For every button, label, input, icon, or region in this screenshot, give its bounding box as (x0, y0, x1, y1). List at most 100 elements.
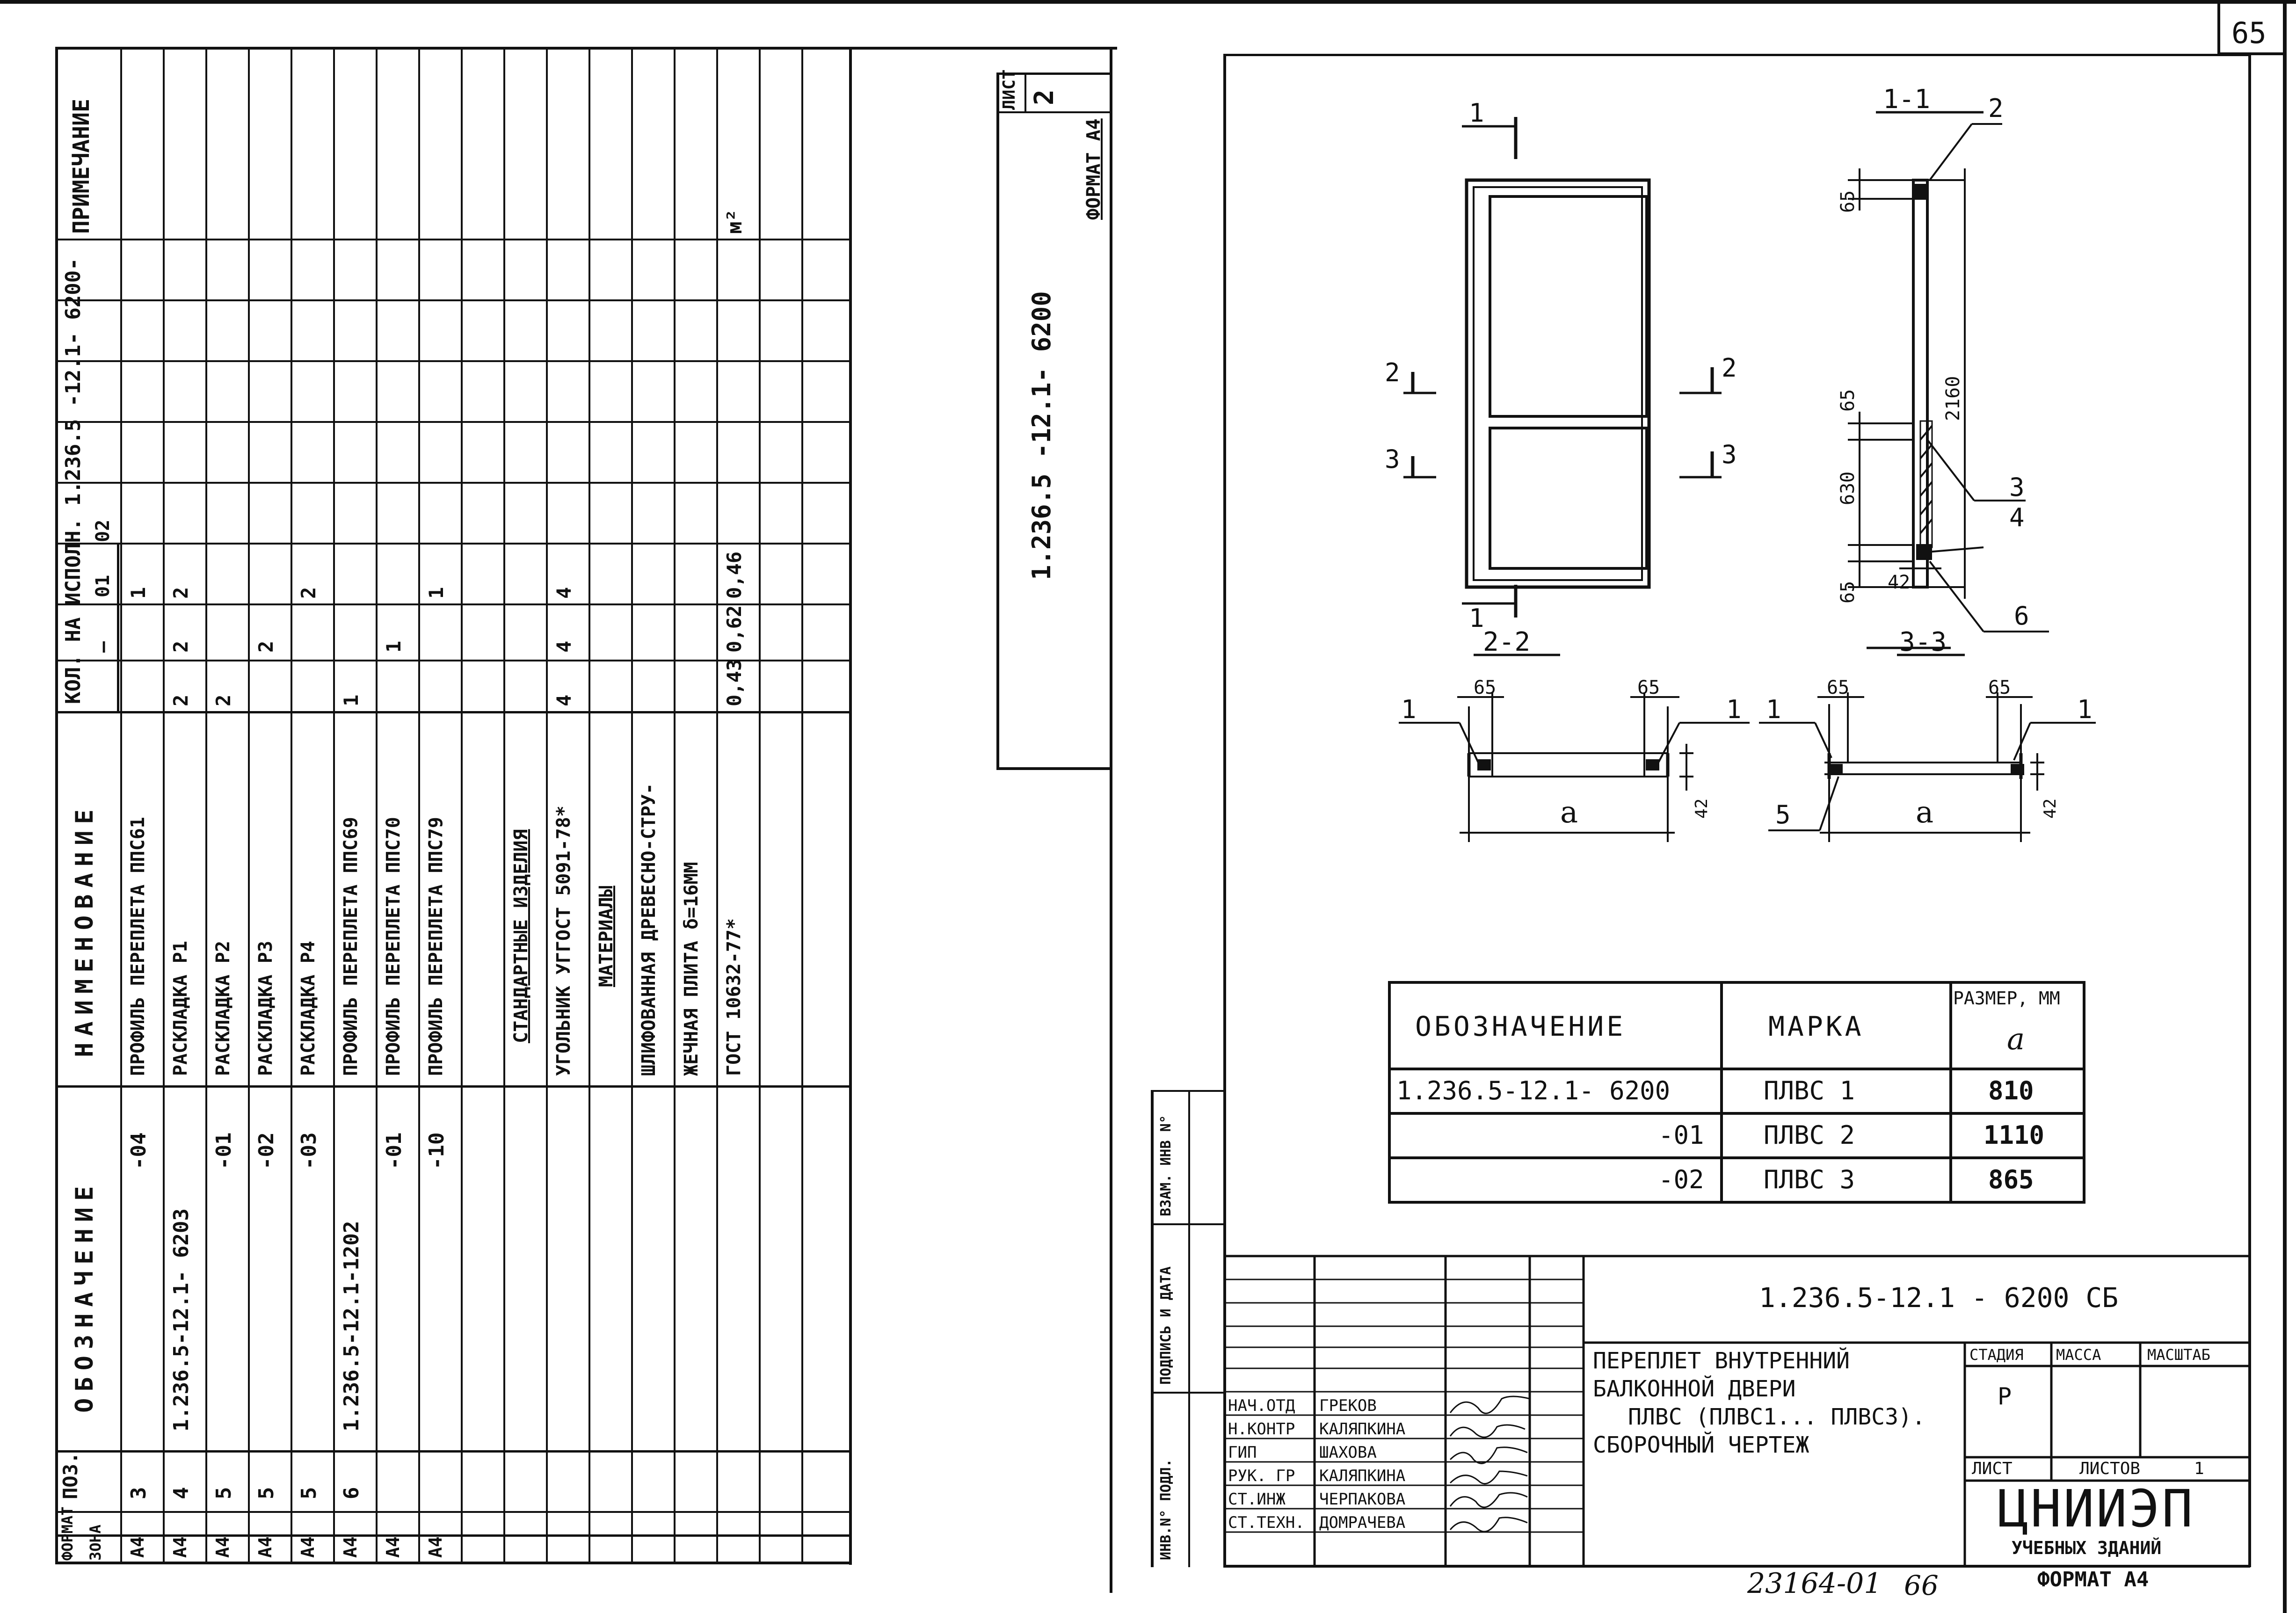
spec-row-line (631, 47, 633, 1562)
callout-1-s22-right: 1 (1726, 695, 1742, 724)
title-block-code: 1.236.5-12.1 - 6200 СБ (1759, 1282, 2119, 1314)
cut-mark-3-left: 3 (1385, 444, 1400, 474)
dim-65-s33-left: 65 (1827, 677, 1850, 698)
sheet-label-box-bottom (996, 73, 1112, 75)
sheet-label-divider (1024, 73, 1026, 112)
spec-row-line (418, 47, 420, 1562)
doc-code-box-bottom (996, 767, 1112, 770)
dim-65-s11-mid: 65 (1837, 389, 1859, 412)
person-name: ДОМРАЧЕВА (1319, 1513, 1406, 1532)
spec-row-line (589, 47, 590, 1562)
spec-row-line (716, 47, 718, 1562)
marks-row-des: -02 (1658, 1165, 1704, 1194)
left-sheet-frame-bottom (55, 1562, 850, 1564)
spec-line-des (55, 1085, 850, 1088)
left-sheet-frame-top (55, 47, 1117, 50)
callout-1-s22-left: 1 (1401, 695, 1417, 724)
title-block-lines (1223, 1255, 2248, 1565)
marks-row-size: 865 (1988, 1165, 2034, 1194)
person-name: КАЛЯПКИНА (1319, 1420, 1406, 1439)
spec-row-line (333, 47, 335, 1562)
callout-2-section: 2 (1988, 94, 2004, 123)
spec-row-line (461, 47, 463, 1562)
signature-scribbles (1449, 1395, 1530, 1533)
page-number-box-bottom (2217, 52, 2287, 55)
spec-line-fmt (55, 1534, 850, 1537)
cut-mark-2-left: 2 (1385, 358, 1400, 387)
cut-mark-2-right: 2 (1722, 353, 1737, 383)
cut-label-bottom: 1 (1469, 603, 1484, 633)
stage-header: СТАДИЯ (1969, 1346, 2024, 1364)
right-border (2283, 0, 2287, 1613)
title-line-4: СБОРОЧНЫЙ ЧЕРТЕЖ (1593, 1432, 1809, 1458)
left-sheet-frame-right (1110, 47, 1112, 1593)
spec-line-q5 (55, 360, 850, 362)
spec-qty-header-sep (117, 543, 119, 713)
left-strip-mid (1188, 1090, 1190, 1567)
callout-1-s33-left: 1 (1766, 695, 1781, 724)
mass-header: МАССА (2056, 1346, 2101, 1364)
spec-line-pos (55, 1450, 850, 1453)
spec-row-line (120, 47, 122, 1562)
spec-line-zone (55, 1511, 850, 1513)
spec-line-q0 (55, 660, 850, 661)
dim-2160-s11: 2160 (1942, 376, 1964, 421)
spec-row-line (801, 47, 803, 1562)
person-role: НАЧ.ОТД (1228, 1396, 1295, 1415)
right-sheet-frame-bottom (1223, 1565, 2250, 1568)
spec-line-q4 (55, 421, 850, 423)
spec-row-line (674, 47, 676, 1562)
left-sheet-frame-left (55, 47, 58, 1562)
footer-format: ФОРМАТ А4 (2037, 1568, 2149, 1591)
dim-a-s22: a (1560, 795, 1578, 830)
person-role: Н.КОНТР (1228, 1420, 1295, 1439)
elevation-view (1403, 117, 1722, 618)
marks-row-mark: ПЛВС 2 (1764, 1120, 1855, 1150)
org-name: ЦНИИЭП (1998, 1479, 2195, 1539)
section-2-2 (1399, 654, 1750, 842)
title-line-1: ПЕРЕПЛЕТ ВНУТРЕННИЙ (1593, 1348, 1850, 1374)
dim-42-s22: 42 (1692, 798, 1711, 819)
spec-row-line (248, 47, 250, 1562)
callout-5-s33: 5 (1775, 800, 1791, 829)
dim-42-s33: 42 (2041, 798, 2060, 819)
cut-mark-3-right: 3 (1722, 440, 1737, 469)
spec-line-q7 (55, 239, 850, 240)
spec-row-line (546, 47, 548, 1562)
right-sheet-frame-left (1223, 54, 1226, 1567)
callout-3-section: 3 (2009, 472, 2025, 502)
spec-line-name (55, 711, 850, 713)
person-name: ШАХОВА (1319, 1443, 1377, 1462)
marks-head-size: РАЗМЕР, ММ (1953, 988, 2060, 1009)
spec-row-line (759, 47, 761, 1562)
dim-65-s22-left: 65 (1474, 677, 1497, 698)
dim-65-s11-bottom: 65 (1837, 581, 1859, 603)
spec-row-line (291, 47, 292, 1562)
section-3-3 (1759, 654, 2096, 842)
spec-row-line (503, 47, 505, 1562)
section-2-2-title: 2-2 (1483, 627, 1531, 657)
doc-code-box-left (996, 73, 999, 770)
marks-row-mark: ПЛВС 1 (1764, 1076, 1855, 1105)
section-1-1 (1848, 111, 2049, 649)
dim-65-s22-right: 65 (1637, 677, 1660, 698)
person-name: КАЛЯПКИНА (1319, 1467, 1406, 1485)
dim-630-s11: 630 (1837, 471, 1859, 505)
marks-row-des: -01 (1658, 1120, 1704, 1150)
right-sheet-frame-right (2248, 54, 2251, 1567)
spec-row-line (163, 47, 165, 1562)
marks-head-mark: МАРКА (1768, 1010, 1864, 1042)
title-line-2: БАЛКОННОЙ ДВЕРИ (1593, 1376, 1796, 1402)
dim-a-s33: a (1916, 795, 1934, 830)
callout-4-section: 4 (2009, 503, 2025, 532)
right-sheet-frame-top (1223, 54, 2250, 56)
cut-label-top: 1 (1469, 98, 1484, 128)
marks-head-designation: ОБОЗНАЧЕНИЕ (1415, 1010, 1626, 1042)
dim-65-s33-right: 65 (1988, 677, 2011, 698)
marks-row-size: 1110 (1984, 1120, 2045, 1150)
sheet-label-box-lower (996, 111, 1112, 113)
marks-row-size: 810 (1988, 1076, 2034, 1105)
person-role: ГИП (1228, 1443, 1257, 1462)
sheets-value: 1 (2194, 1459, 2204, 1478)
